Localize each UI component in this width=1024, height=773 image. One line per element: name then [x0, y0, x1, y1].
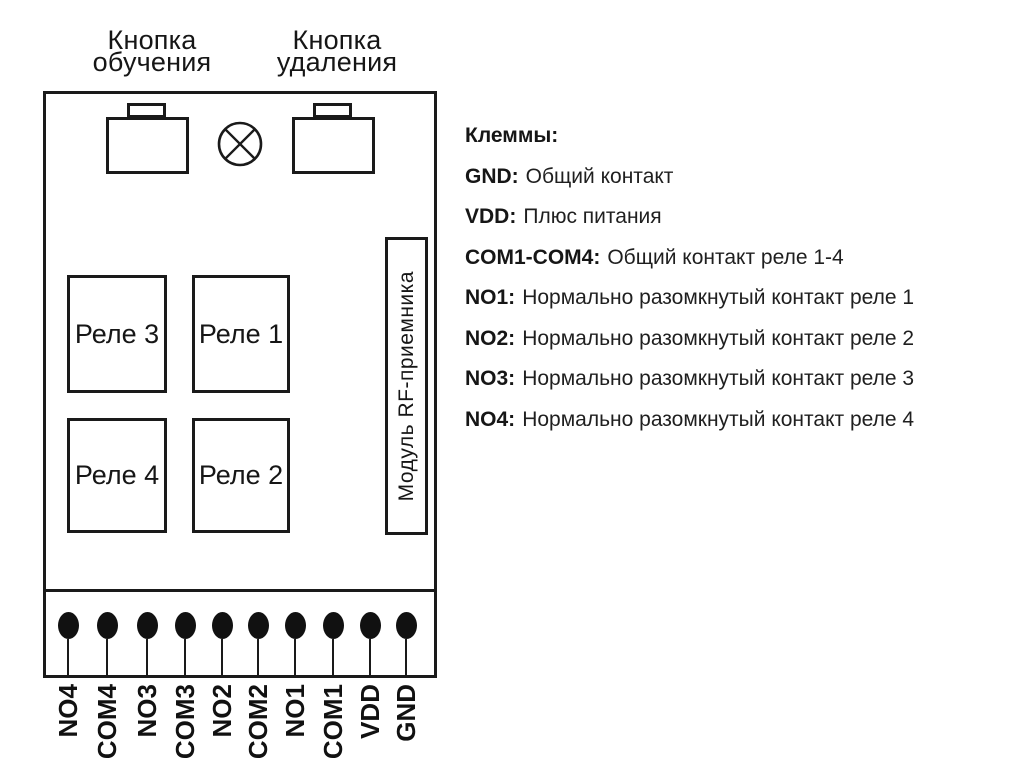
pin-dot	[359, 612, 381, 639]
relay-4-label: Реле 4	[74, 460, 160, 490]
pin-dot	[136, 612, 158, 639]
pin-dot	[96, 612, 118, 639]
legend-item-gnd: GND: Общий контакт	[465, 157, 914, 198]
learn-button-tab	[127, 103, 166, 118]
pin-dot	[174, 612, 196, 639]
pin-label-com3: COM3	[170, 684, 200, 760]
pin-stem	[106, 639, 108, 676]
legend-title: Клеммы:	[465, 124, 559, 148]
delete-button-tab	[313, 103, 352, 118]
delete-button-caption: Кнопка удаления	[262, 25, 412, 77]
pin-label-no3: NO3	[132, 684, 162, 738]
terminal-pin-com3	[174, 612, 196, 676]
learn-button-shape	[106, 117, 189, 174]
relay-1-box: Реле 1	[192, 275, 290, 393]
pin-stem	[294, 639, 296, 676]
learn-button-caption-line1: Кнопка	[107, 25, 197, 55]
pin-label-com4: COM4	[92, 684, 122, 760]
pin-label-vdd: VDD	[355, 684, 385, 739]
legend-item-no2: NO2: Нормально разомкнутый контакт реле …	[465, 319, 914, 360]
legend-key: GND:	[465, 164, 519, 188]
legend-desc: Плюс питания	[523, 205, 662, 229]
pin-dot	[395, 612, 417, 639]
terminal-pin-gnd	[395, 612, 417, 676]
delete-button-caption-line2: удаления	[276, 47, 398, 77]
pin-label-gnd: GND	[391, 684, 421, 742]
legend-desc: Нормально разомкнутый контакт реле 4	[522, 407, 915, 431]
pin-dot	[57, 612, 79, 639]
pin-stem	[184, 639, 186, 676]
terminal-pin-com1	[322, 612, 344, 676]
legend-item-vdd: VDD: Плюс питания	[465, 197, 914, 238]
led-indicator-icon	[217, 121, 263, 167]
terminal-pin-vdd	[359, 612, 381, 676]
relay-3-box: Реле 3	[67, 275, 167, 393]
legend-key: NO3:	[465, 367, 516, 391]
rf-receiver-module-box: Модуль RF-приемника	[385, 237, 428, 535]
legend-key: NO1:	[465, 286, 516, 310]
terminal-strip-divider	[46, 589, 434, 592]
delete-button-caption-line1: Кнопка	[292, 25, 382, 55]
relay-2-label: Реле 2	[198, 460, 284, 490]
terminal-pin-com2	[247, 612, 269, 676]
legend-desc: Нормально разомкнутый контакт реле 1	[522, 286, 915, 310]
pin-dot	[322, 612, 344, 639]
learn-button-caption-line2: обучения	[92, 47, 212, 77]
pin-stem	[332, 639, 334, 676]
pin-stem	[405, 639, 407, 676]
pin-label-no4: NO4	[53, 684, 83, 738]
relay-4-box: Реле 4	[67, 418, 167, 533]
pin-stem	[146, 639, 148, 676]
relay-1-label: Реле 1	[198, 318, 284, 349]
rf-receiver-module-label: Модуль RF-приемника	[394, 270, 418, 502]
pin-stem	[221, 639, 223, 676]
terminal-pin-no4	[57, 612, 79, 676]
legend-desc: Общий контакт реле 1-4	[607, 245, 844, 269]
legend-key: NO2:	[465, 326, 516, 350]
terminal-pin-no2	[211, 612, 233, 676]
delete-button-shape	[292, 117, 375, 174]
pin-dot	[247, 612, 269, 639]
pin-stem	[369, 639, 371, 676]
pin-label-com1: COM1	[318, 684, 348, 760]
legend-key: COM1-COM4:	[465, 245, 601, 269]
terminal-pin-com4	[96, 612, 118, 676]
pin-dot	[284, 612, 306, 639]
legend-item-com: COM1-COM4: Общий контакт реле 1-4	[465, 238, 914, 279]
relay-2-box: Реле 2	[192, 418, 290, 533]
legend-desc: Общий контакт	[525, 164, 674, 188]
pin-dot	[211, 612, 233, 639]
legend-item-no1: NO1: Нормально разомкнутый контакт реле …	[465, 278, 914, 319]
learn-button-caption: Кнопка обучения	[77, 25, 227, 77]
terminal-pin-no1	[284, 612, 306, 676]
legend-desc: Нормально разомкнутый контакт реле 3	[522, 367, 915, 391]
legend-key: NO4:	[465, 407, 516, 431]
receiver-board-outline: Реле 3 Реле 1 Реле 4 Реле 2 Модуль RF-пр…	[43, 91, 437, 678]
pin-stem	[257, 639, 259, 676]
legend-key: VDD:	[465, 205, 517, 229]
legend-item-no4: NO4: Нормально разомкнутый контакт реле …	[465, 400, 914, 441]
pin-label-com2: COM2	[243, 684, 273, 760]
terminals-legend: Клеммы: GND: Общий контакт VDD: Плюс пит…	[465, 116, 914, 440]
legend-item-no3: NO3: Нормально разомкнутый контакт реле …	[465, 359, 914, 400]
relay-3-label: Реле 3	[74, 318, 160, 349]
legend-desc: Нормально разомкнутый контакт реле 2	[522, 326, 915, 350]
terminal-pin-no3	[136, 612, 158, 676]
pin-label-no2: NO2	[207, 684, 237, 738]
pin-label-no1: NO1	[280, 684, 310, 738]
pin-stem	[67, 639, 69, 676]
